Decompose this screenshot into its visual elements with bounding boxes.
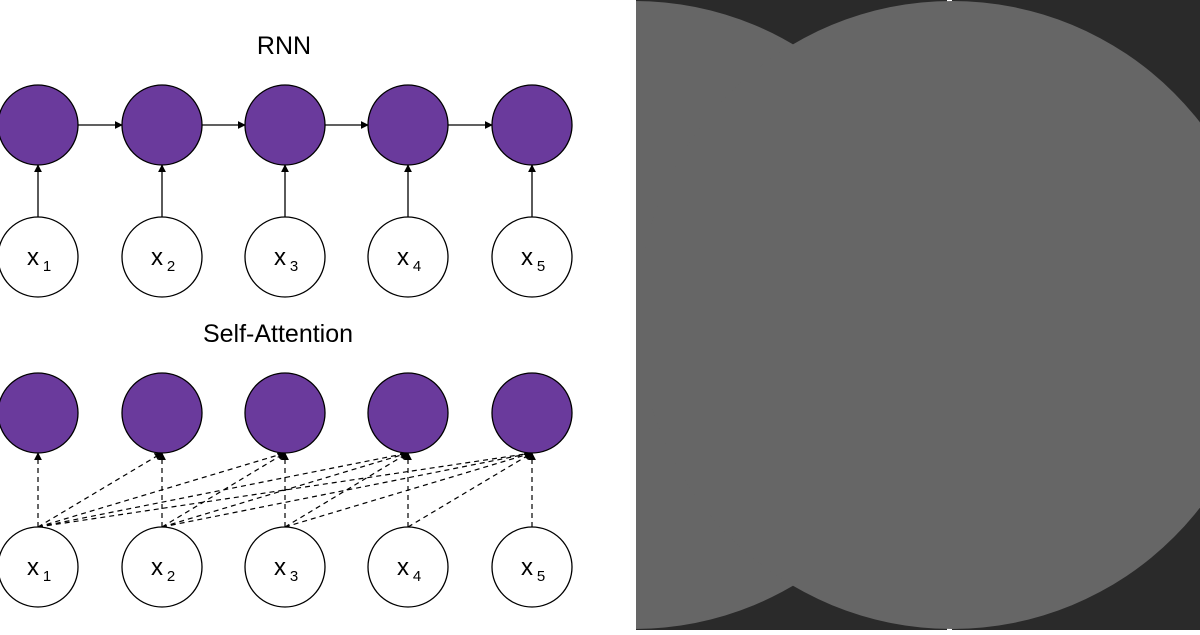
attention-dashed-arrow [37,450,409,528]
attention-dashed-arrow [284,452,409,528]
preview-left-edge [634,0,636,630]
input-subscript: 4 [413,568,421,585]
input-subscript: 3 [290,258,298,275]
rnn-input-node [244,216,326,298]
attention-dashed-arrow [37,450,533,528]
attention-hidden-node [121,372,203,454]
input-label: x [274,244,286,271]
input-subscript: 2 [167,568,175,585]
input-label: x [274,554,286,581]
attention-dashed-arrow [37,452,163,528]
input-label: x [397,554,409,581]
rnn-input-node [367,216,449,298]
rnn-input-node [491,216,573,298]
attention-hidden-node [0,372,79,454]
attention-hidden-node [491,372,573,454]
preview-half-circle-right [638,1,1200,629]
rnn-hidden-node [244,84,326,166]
input-subscript: 3 [290,568,298,585]
rnn-hidden-node [491,84,573,166]
input-subscript: 1 [43,258,51,275]
input-label: x [27,244,39,271]
preview-panel-graphic [634,0,1200,630]
attention-input-node [121,526,203,608]
rnn-title: RNN [257,32,311,60]
preview-panel [634,0,1200,630]
attention-hidden-node [367,372,449,454]
input-subscript: 5 [537,258,545,275]
input-label: x [521,554,533,581]
self-attention-title: Self-Attention [203,320,353,348]
attention-input-node [491,526,573,608]
input-label: x [397,244,409,271]
input-label: x [151,244,163,271]
edges-layer [34,121,536,528]
attention-input-node [367,526,449,608]
attention-input-node [0,526,79,608]
attention-hidden-node [244,372,326,454]
rnn-input-node [121,216,203,298]
attention-dashed-arrow [407,452,533,528]
rnn-hidden-node [121,84,203,166]
input-label: x [521,244,533,271]
attention-input-node [244,526,326,608]
rnn-hidden-node [0,84,79,166]
input-subscript: 2 [167,258,175,275]
attention-dashed-arrow [161,452,286,528]
input-subscript: 1 [43,568,51,585]
rnn-hidden-node [367,84,449,166]
input-subscript: 4 [413,258,421,275]
rnn-input-node [0,216,79,298]
input-label: x [151,554,163,581]
input-subscript: 5 [537,568,545,585]
input-label: x [27,554,39,581]
